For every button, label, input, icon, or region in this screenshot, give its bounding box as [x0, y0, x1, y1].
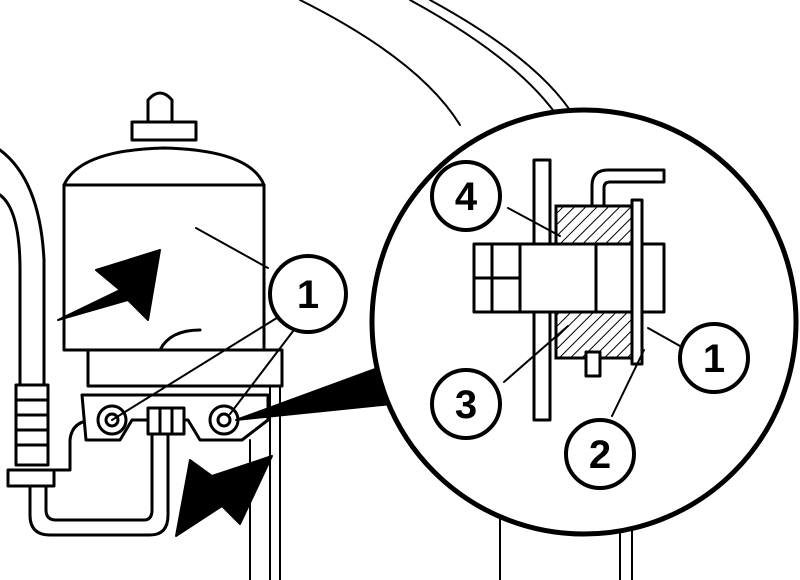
- svg-text:4: 4: [455, 175, 478, 219]
- reservoir: [62, 91, 284, 388]
- large-arrow-icon: [175, 455, 273, 537]
- leader-lines-main: [111, 227, 301, 421]
- svg-text:3: 3: [455, 383, 477, 427]
- callout-detail-1: 1: [678, 322, 750, 394]
- large-arrow-icon: [57, 249, 161, 321]
- reservoir-base: [86, 348, 284, 388]
- svg-text:2: 2: [589, 433, 611, 477]
- callout-detail-2: 2: [564, 418, 636, 490]
- reservoir-cap: [146, 91, 174, 124]
- svg-text:1: 1: [297, 273, 319, 317]
- callout-detail-3: 3: [430, 368, 502, 440]
- svg-text:1: 1: [703, 337, 725, 381]
- leader-lines-detail: [503, 207, 681, 417]
- callout-main-1: 1: [268, 254, 348, 334]
- feed-pipe: [0, 148, 170, 537]
- callout-detail-4: 4: [430, 160, 502, 232]
- hose-coupling: [14, 383, 50, 467]
- pipe-clamp: [6, 468, 56, 488]
